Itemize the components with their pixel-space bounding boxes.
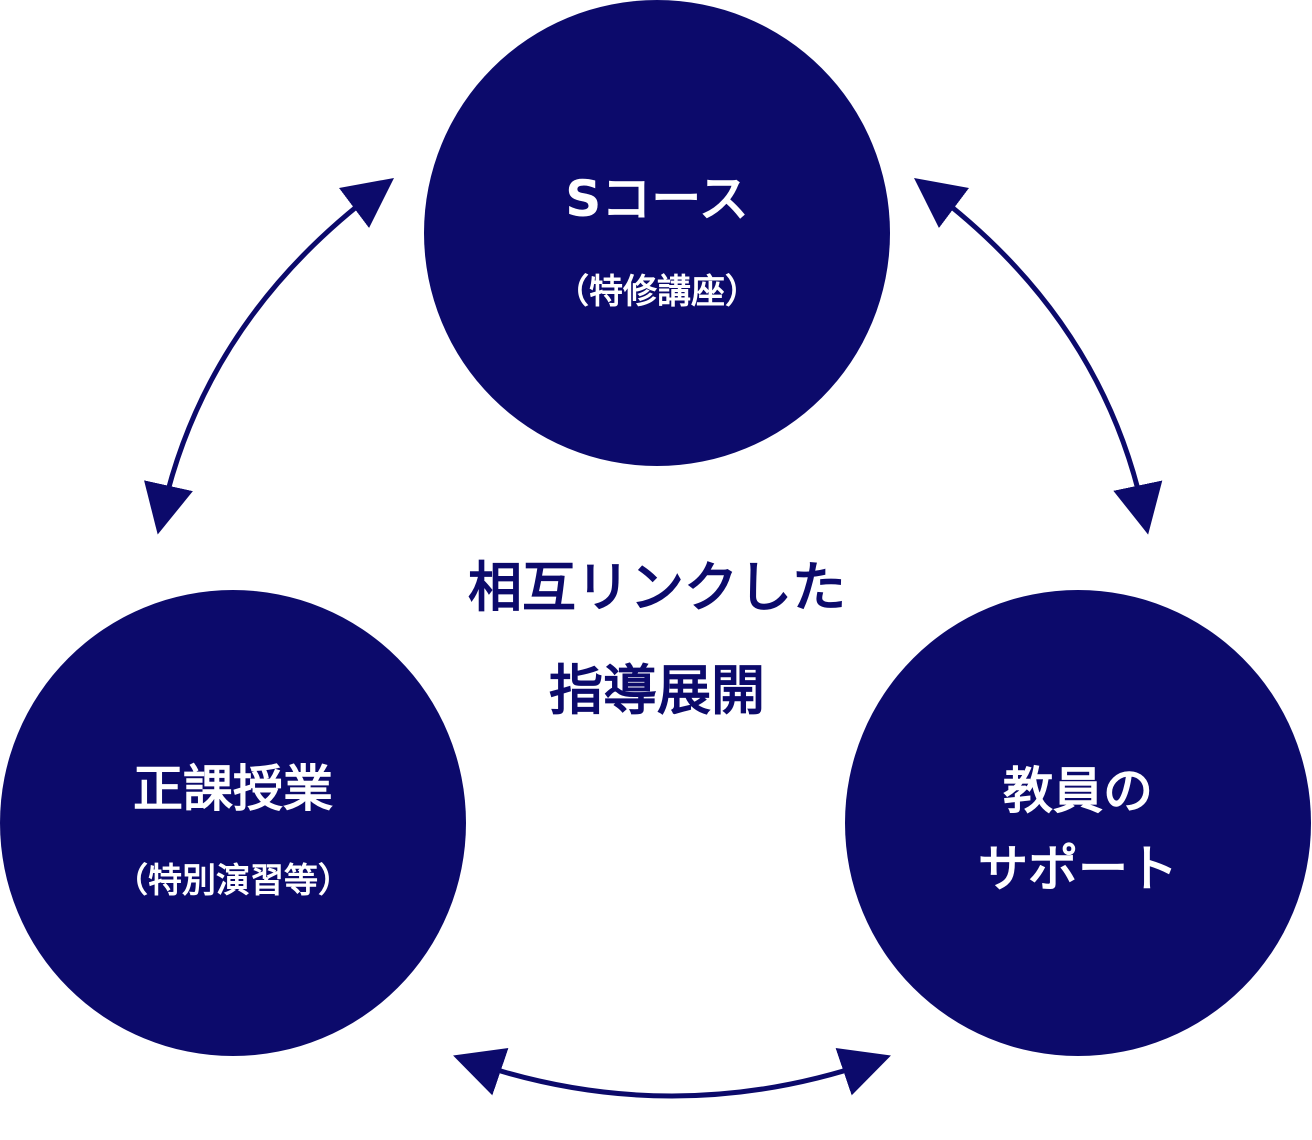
center-label: 相互リンクした 指導展開 [468, 556, 846, 722]
arrow-s-course-to-regular [144, 177, 394, 535]
node-s-course-circle [424, 0, 890, 466]
node-s-course-subtitle: （特修講座） [555, 272, 759, 312]
center-label-line2: 指導展開 [549, 659, 765, 722]
node-regular-classes: 正課授業 （特別演習等） [0, 590, 466, 1056]
node-regular-classes-circle [0, 590, 466, 1056]
node-teacher-support: 教員の サポート [845, 590, 1311, 1056]
arrow-s-course-to-support [914, 177, 1163, 535]
node-regular-classes-title: 正課授業 [133, 760, 333, 818]
arrow-regular-to-support [453, 1047, 891, 1099]
node-teacher-support-title-line1: 教員の [1003, 762, 1153, 820]
node-teacher-support-circle [845, 590, 1311, 1056]
node-s-course-title: Sコース [565, 170, 749, 228]
node-regular-classes-subtitle: （特別演習等） [114, 861, 352, 901]
node-teacher-support-title-line2: サポート [978, 840, 1178, 898]
node-s-course: Sコース （特修講座） [424, 0, 890, 466]
center-label-line1: 相互リンクした [468, 556, 846, 619]
